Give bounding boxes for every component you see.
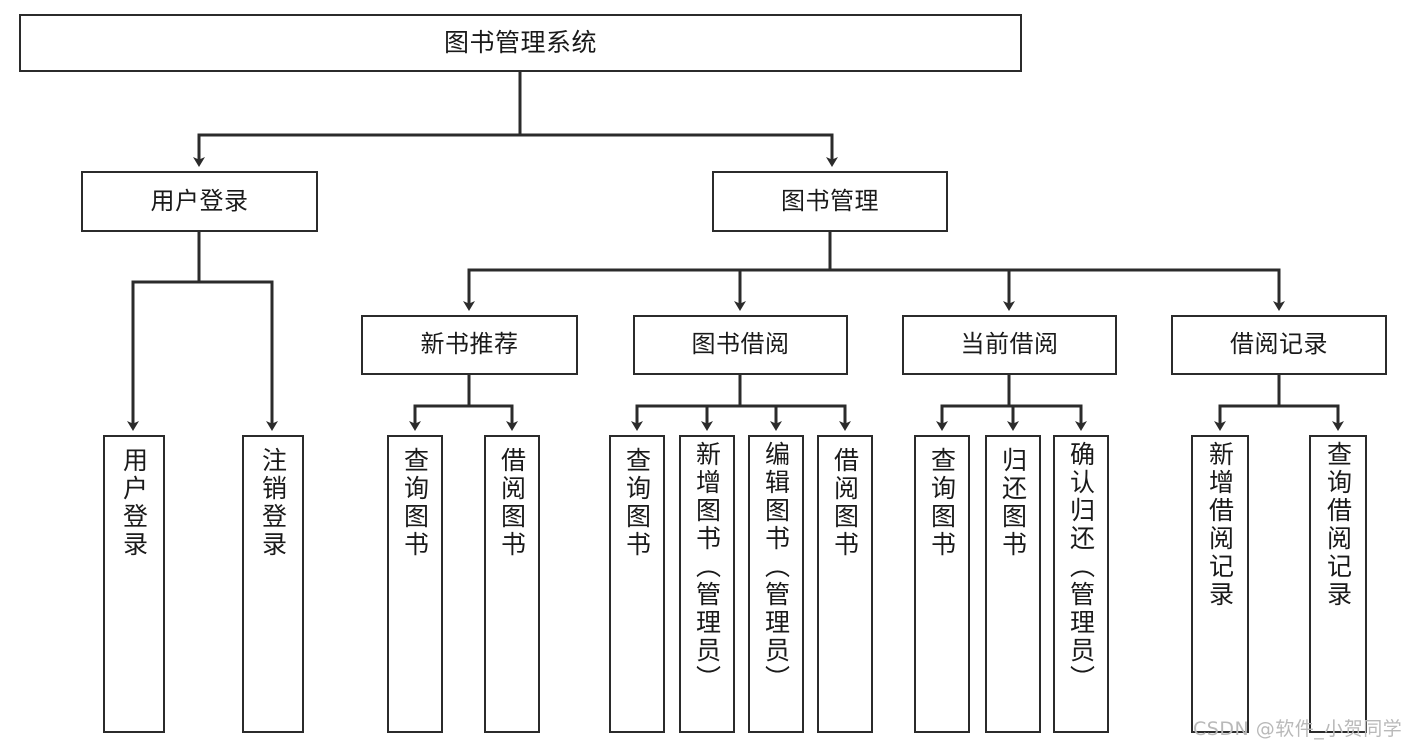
node-leaf-add-book[interactable]: 新增图书（管理员） <box>679 435 735 733</box>
node-leaf-query-record[interactable]: 查询借阅记录 <box>1309 435 1367 733</box>
node-leaf-borrow-book-1[interactable]: 借阅图书 <box>484 435 540 733</box>
node-leaf-borrow-book-1-label: 借阅图书 <box>497 447 527 559</box>
node-leaf-logout-label: 注销登录 <box>258 447 288 559</box>
node-leaf-add-book-label: 新增图书（管理员） <box>692 441 722 693</box>
node-leaf-add-record-label: 新增借阅记录 <box>1205 441 1235 609</box>
node-leaf-query-book-3-label: 查询图书 <box>927 447 957 559</box>
node-book-borrow[interactable]: 图书借阅 <box>633 315 848 375</box>
node-leaf-query-book-2-label: 查询图书 <box>622 447 652 559</box>
node-user-login[interactable]: 用户登录 <box>81 171 318 232</box>
node-leaf-confirm-return-label: 确认归还（管理员） <box>1066 441 1096 693</box>
node-new-book-recommend-label: 新书推荐 <box>420 330 519 359</box>
node-book-manage-label: 图书管理 <box>781 186 879 215</box>
node-leaf-borrow-book-2[interactable]: 借阅图书 <box>817 435 873 733</box>
node-leaf-edit-book-label: 编辑图书（管理员） <box>761 441 791 693</box>
node-root-label: 图书管理系统 <box>443 27 597 57</box>
node-leaf-borrow-book-2-label: 借阅图书 <box>830 447 860 559</box>
node-borrow-record-label: 借阅记录 <box>1230 330 1328 359</box>
node-leaf-user-login[interactable]: 用户登录 <box>103 435 165 733</box>
node-root[interactable]: 图书管理系统 <box>19 14 1022 72</box>
node-leaf-edit-book[interactable]: 编辑图书（管理员） <box>748 435 804 733</box>
node-leaf-return-book[interactable]: 归还图书 <box>985 435 1041 733</box>
node-user-login-label: 用户登录 <box>150 186 249 215</box>
node-book-manage[interactable]: 图书管理 <box>712 171 948 232</box>
node-leaf-query-record-label: 查询借阅记录 <box>1323 441 1353 609</box>
node-current-borrow[interactable]: 当前借阅 <box>902 315 1117 375</box>
node-current-borrow-label: 当前借阅 <box>960 330 1059 359</box>
node-new-book-recommend[interactable]: 新书推荐 <box>361 315 578 375</box>
node-borrow-record[interactable]: 借阅记录 <box>1171 315 1387 375</box>
node-leaf-confirm-return[interactable]: 确认归还（管理员） <box>1053 435 1109 733</box>
node-leaf-query-book-3[interactable]: 查询图书 <box>914 435 970 733</box>
node-leaf-query-book-1-label: 查询图书 <box>400 447 430 559</box>
node-leaf-user-login-label: 用户登录 <box>119 447 149 559</box>
csdn-watermark: CSDN @软件_小贺同学 <box>1193 718 1403 740</box>
node-leaf-add-record[interactable]: 新增借阅记录 <box>1191 435 1249 733</box>
node-leaf-query-book-2[interactable]: 查询图书 <box>609 435 665 733</box>
node-book-borrow-label: 图书借阅 <box>691 330 790 359</box>
node-leaf-query-book-1[interactable]: 查询图书 <box>387 435 443 733</box>
node-leaf-return-book-label: 归还图书 <box>998 447 1028 559</box>
node-leaf-logout[interactable]: 注销登录 <box>242 435 304 733</box>
